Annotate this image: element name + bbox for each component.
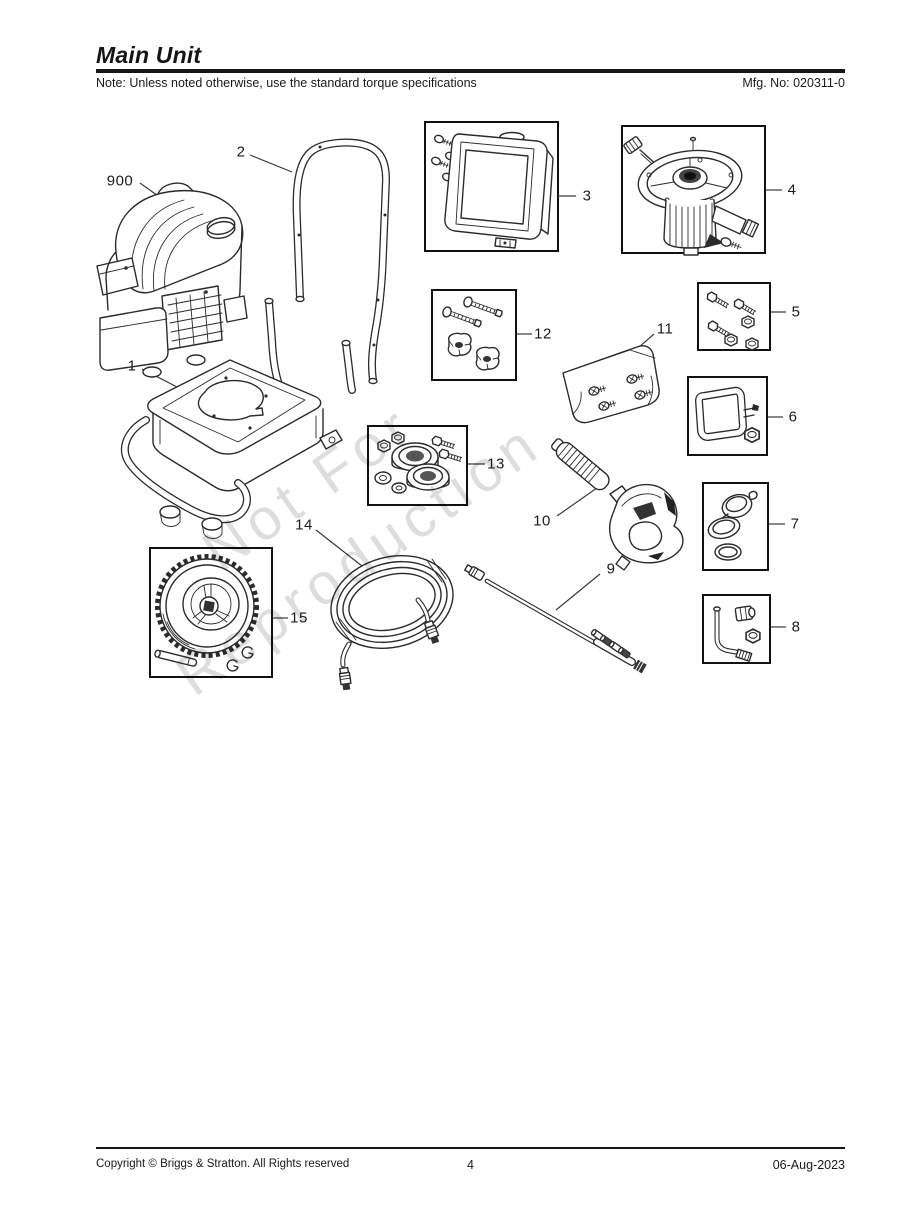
part-label-13: 13 [487, 455, 505, 473]
page-title: Main Unit [96, 42, 202, 68]
part-8-box [702, 594, 771, 664]
part-label-8: 8 [791, 618, 801, 636]
footer: Copyright © Briggs & Stratton. All Right… [96, 1158, 845, 1172]
chem-tube-drawing [713, 605, 761, 662]
bracket-drawing [695, 386, 761, 444]
wheel-kit-drawing [154, 554, 259, 672]
copyright-text: Copyright © Briggs & Stratton. All Right… [96, 1158, 350, 1170]
spray-gun-drawing [551, 438, 684, 571]
part-7-box [702, 482, 769, 571]
handle-drawing [292, 138, 390, 385]
part-label-9: 9 [606, 560, 616, 578]
part-3-box [424, 121, 559, 252]
part-label-2: 2 [236, 143, 246, 161]
bolt-knob-drawing [440, 295, 505, 371]
header-note-row: Note: Unless noted otherwise, use the st… [96, 76, 845, 90]
part-label-6: 6 [788, 408, 798, 426]
cap-kit-drawing [707, 490, 758, 561]
wand-drawing [464, 564, 647, 674]
part-label-7: 7 [790, 515, 800, 533]
part-13-box [367, 425, 468, 506]
part-label-12: 12 [534, 325, 552, 343]
part-label-15: 15 [290, 609, 308, 627]
part-label-900: 900 [106, 172, 134, 190]
hardware-5-drawing [704, 290, 759, 351]
part-label-11: 11 [656, 320, 674, 338]
footer-rule [96, 1147, 845, 1149]
torque-note: Note: Unless noted otherwise, use the st… [96, 76, 477, 90]
page-number: 4 [467, 1158, 474, 1172]
screw-bag-drawing [562, 345, 660, 424]
hose-drawing [330, 554, 454, 691]
part-15-box [149, 547, 273, 678]
tank-panel-drawing [430, 131, 554, 249]
part-group-boxes [149, 121, 771, 678]
frame-drawing [120, 297, 356, 539]
part-label-14: 14 [295, 516, 313, 534]
mfg-number: Mfg. No: 020311-0 [742, 76, 845, 90]
part-5-box [697, 282, 771, 351]
pump-drawing [623, 136, 760, 256]
bearing-kit-drawing [374, 431, 464, 494]
footer-date: 06-Aug-2023 [772, 1158, 846, 1172]
part-label-10: 10 [533, 512, 551, 530]
part-label-3: 3 [582, 187, 592, 205]
engine-drawing [96, 182, 248, 378]
part-label-1: 1 [127, 357, 137, 375]
header-rule [96, 69, 845, 73]
part-label-4: 4 [787, 181, 797, 199]
part-6-box [687, 376, 768, 456]
part-label-5: 5 [791, 303, 801, 321]
part-12-box [431, 289, 517, 381]
